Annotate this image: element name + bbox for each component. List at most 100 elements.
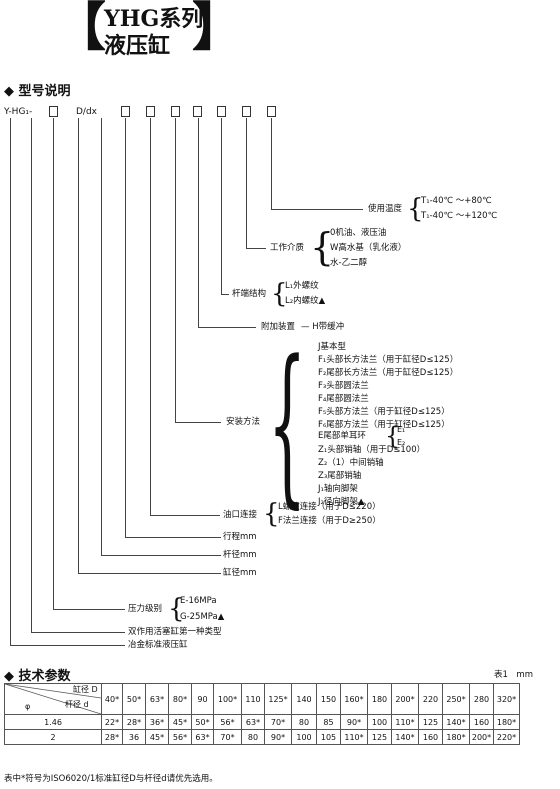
hline-temp	[271, 209, 363, 210]
mount-item-9: Z₁头部销轴（用于D≤100）	[318, 445, 426, 455]
medium-item-3: 水-乙二醇	[330, 258, 368, 268]
code-box-pressure	[49, 106, 58, 117]
model-prefix: Y-HG₁-	[4, 107, 33, 117]
rod-cell: 125	[367, 729, 392, 745]
code-box-medium	[217, 106, 226, 117]
header-corner-cell: 缸径 D 杆径 d φ	[4, 683, 102, 715]
bore-label: 缸径mm	[223, 568, 257, 578]
rod-cell: 85	[316, 714, 341, 730]
bore-cell: 220	[418, 683, 443, 715]
rod-cell: 70*	[264, 714, 292, 730]
temp-label: 使用温度	[368, 204, 403, 214]
bore-cell: 200*	[391, 683, 419, 715]
mount-e-sub-1: E₁	[397, 425, 406, 434]
leader-bore	[78, 118, 79, 573]
rod-end-item-2: L₂内螺纹▲	[285, 296, 326, 306]
rod-cell: 110*	[391, 714, 419, 730]
hline-accessory	[198, 327, 256, 328]
rod-cell: 56*	[168, 729, 192, 745]
accessory-label: 附加装置	[261, 322, 296, 332]
spec-table: 缸径 D 杆径 d φ 40* 50* 63* 80* 90 100* 110 …	[4, 683, 520, 745]
model-dx: D/dx	[76, 107, 98, 117]
rod-label: 杆径mm	[223, 550, 257, 560]
bore-cell: 80*	[168, 683, 192, 715]
rod-end-item-1: L₁外螺纹	[285, 281, 319, 291]
rod-cell: 140*	[442, 714, 470, 730]
rod-cell: 110*	[340, 729, 368, 745]
pressure-brace: {	[168, 594, 185, 624]
mount-item-3: F₂尾部长方法兰（用于缸径D≤125）	[318, 368, 459, 378]
code-box-temp	[242, 106, 251, 117]
temp-brace: {	[407, 194, 424, 224]
rod-end-brace: {	[271, 279, 288, 309]
leader-rod	[101, 118, 102, 555]
hline-stroke	[125, 537, 221, 538]
header-diagonal-lines	[5, 684, 101, 714]
bore-cell: 150	[316, 683, 341, 715]
mount-e-sub-2: E₂	[397, 438, 406, 447]
rod-cell: 80	[241, 729, 265, 745]
bore-cell: 320*	[493, 683, 520, 715]
bore-cell: 100*	[213, 683, 242, 715]
temp-item-1: T₁-40℃ ～+80℃	[421, 196, 492, 206]
rod-cell: 140*	[391, 729, 419, 745]
medium-label: 工作介质	[270, 243, 305, 253]
rod-cell: 36	[122, 729, 146, 745]
hline-rod-end	[221, 294, 229, 295]
mount-item-12: J₁轴向脚架	[318, 484, 358, 494]
bore-cell: 140	[291, 683, 317, 715]
title-line1: YHG系列	[104, 6, 204, 32]
rod-cell: 70*	[213, 729, 242, 745]
pressure-item-2: G-25MPa▲	[180, 612, 225, 622]
port-label: 油口连接	[223, 510, 258, 520]
rod-cell: 125	[418, 714, 443, 730]
bore-cell: 180	[367, 683, 392, 715]
rod-cell: 90*	[340, 714, 368, 730]
mount-e-brace: {	[385, 422, 401, 450]
table-note: 表中*符号为ISO6020/1标准缸径D与杆径d请优先选用。	[4, 774, 218, 784]
hline-mount	[175, 422, 221, 423]
pressure-label: 压力级别	[128, 604, 163, 614]
phi-cell: 1.46	[4, 714, 102, 730]
bore-cell: 50*	[122, 683, 146, 715]
hline-bore	[78, 573, 221, 574]
leader-mount	[175, 118, 176, 422]
model-section-heading: ◆ 型号说明	[4, 84, 71, 99]
standard-label: 冶金标准液压缸	[128, 640, 188, 650]
leader-stroke	[125, 118, 126, 537]
rod-cell: 220*	[493, 729, 520, 745]
port-brace: {	[263, 499, 280, 529]
bore-cell: 250*	[442, 683, 470, 715]
rod-cell: 63*	[191, 729, 214, 745]
bore-cell: 125*	[264, 683, 292, 715]
medium-item-2: W高水基（乳化液）	[330, 243, 407, 253]
header-bore-label: 缸径 D	[73, 685, 98, 694]
rod-cell: 45*	[145, 729, 169, 745]
mount-item-4: F₃头部圆法兰	[318, 381, 369, 391]
mount-item-7: F₆尾部方法兰（用于缸径D≤125）	[318, 420, 450, 430]
title-close-bracket: 】	[192, 0, 245, 58]
header-rod-label: 杆径 d	[65, 700, 89, 709]
rod-cell: 200*	[469, 729, 494, 745]
pressure-item-1: E-16MPa	[180, 596, 217, 606]
code-box-accessory	[171, 106, 180, 117]
table-row: 1.46 22* 28* 36* 45* 50* 56* 63* 70* 80 …	[4, 714, 520, 730]
leader-temp	[271, 118, 272, 209]
code-box-port	[121, 106, 130, 117]
rod-cell: 180*	[493, 714, 520, 730]
temp-item-2: T₁-40℃ ～+120℃	[421, 211, 498, 221]
bore-cell: 110	[241, 683, 265, 715]
title-line2: 液压缸	[104, 33, 171, 59]
rod-cell: 90*	[264, 729, 292, 745]
code-box-mount	[146, 106, 155, 117]
medium-item-1: 0机油、液压油	[330, 228, 387, 238]
medium-brace: {	[310, 225, 335, 269]
phi-cell: 2	[4, 729, 102, 745]
rod-cell: 105	[316, 729, 341, 745]
bore-cell: 160*	[340, 683, 368, 715]
code-box-rod-end	[193, 106, 202, 117]
mount-label: 安装方法	[226, 417, 261, 427]
bore-cell: 90	[191, 683, 214, 715]
rod-cell: 50*	[191, 714, 214, 730]
leader-port	[150, 118, 151, 515]
